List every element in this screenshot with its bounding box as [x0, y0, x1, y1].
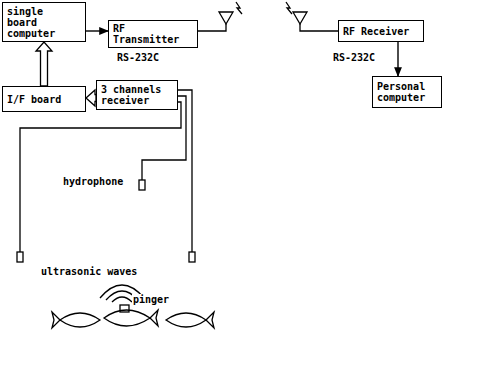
- ultrasonic-wave: [112, 297, 132, 302]
- part-name: ultrasonic waves: [40, 266, 138, 277]
- hydrophone-symbol: [189, 252, 195, 262]
- hydrophone-cable: [20, 102, 181, 252]
- box-text: RF Receiver: [343, 26, 419, 37]
- antenna-wire: [196, 24, 226, 31]
- box-text: Personal computer: [377, 81, 437, 103]
- part-name: hydrophone: [62, 176, 124, 187]
- antenna-symbol: [293, 12, 307, 24]
- box-text: I/F board: [7, 94, 81, 105]
- interface-box: I/F board: [2, 86, 86, 112]
- box-text: RF Transmitter: [113, 23, 193, 45]
- part-name: pinger: [132, 294, 170, 305]
- signal-name: RS-232C: [332, 52, 376, 63]
- fish-outline: [52, 312, 100, 328]
- signal-arrow: [86, 30, 108, 31]
- signal-name: RS-232C: [116, 52, 160, 63]
- hydrophone-cable: [176, 90, 192, 252]
- receiver-box: RF Receiver: [338, 20, 424, 42]
- fish-outline: [166, 312, 214, 328]
- box-text: single board computer: [7, 6, 59, 39]
- transmitter-box: RF Transmitter: [108, 20, 198, 48]
- radio-wave-mark: [286, 2, 292, 14]
- hydrophone-symbol: [17, 252, 23, 262]
- hydrophone-symbol: [139, 180, 145, 190]
- box-text: 3 channels receiver: [101, 84, 173, 106]
- computer-box: Personal computer: [372, 76, 442, 108]
- antenna-wire: [300, 24, 338, 31]
- signal-arrow: [397, 42, 398, 76]
- bus-arrow: [86, 90, 96, 106]
- pinger-symbol: [120, 305, 129, 312]
- computer-box: single board computer: [2, 2, 86, 42]
- antenna-symbol: [219, 12, 233, 24]
- fish-outline: [104, 310, 158, 326]
- bus-arrow: [36, 42, 52, 86]
- radio-wave-mark: [236, 2, 242, 14]
- receiver-box: 3 channels receiver: [96, 80, 178, 110]
